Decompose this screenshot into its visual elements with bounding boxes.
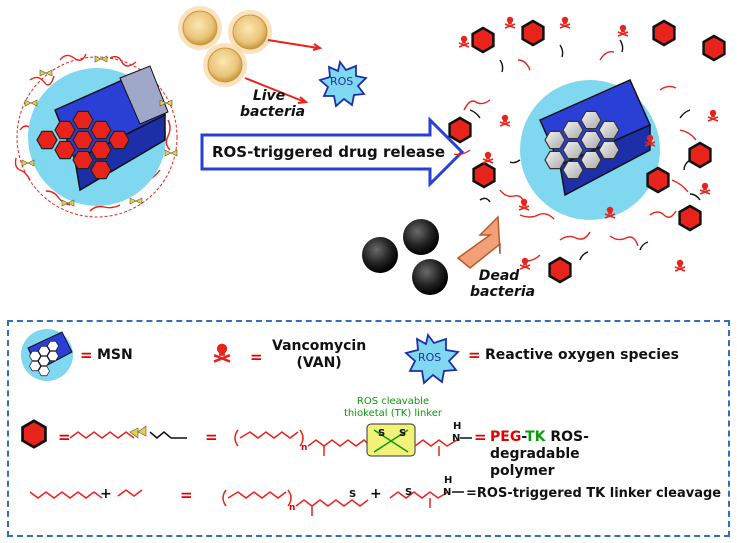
legend-polymer-chain	[69, 425, 187, 439]
polymer-label: PEG-TK ROS-degradable polymer	[490, 429, 650, 480]
release-arrow	[200, 116, 465, 188]
ros-equals: =	[468, 346, 481, 364]
release-arrow-label: ROS-triggered drug release	[212, 143, 446, 161]
legend-panel	[7, 320, 730, 537]
live-bacteria-label: Live bacteria	[240, 88, 306, 120]
cleavage-equals: =	[180, 486, 193, 504]
plus-sign-1: +	[100, 486, 112, 502]
s-atom-1: S	[378, 428, 386, 439]
live-bacteria-group	[178, 6, 323, 104]
loaded-msn-particle	[14, 53, 178, 218]
s-atom-4: S	[405, 487, 413, 498]
h-atom: H	[453, 421, 462, 432]
tk-note-line2: thioketal (TK) linker	[344, 408, 442, 419]
tk-linker-note: ROS cleavable thioketal (TK) linker	[338, 396, 448, 420]
van-equals: =	[250, 348, 263, 366]
msn-equals: =	[80, 346, 93, 364]
legend-msn-icon	[21, 329, 73, 381]
ros-label: Reactive oxygen species	[485, 347, 679, 363]
van-label: Vancomycin (VAN)	[272, 338, 366, 372]
s-atom-3: S	[349, 489, 357, 500]
dead-bacteria-group	[362, 219, 448, 295]
legend-ros-badge: ROS	[418, 351, 442, 364]
dead-bacteria-label: Dead bacteria	[470, 268, 536, 300]
peg-n-subscript: n	[301, 443, 308, 453]
msn-label: MSN	[97, 347, 133, 363]
peg-n-subscript-2: n	[289, 503, 296, 513]
plus-sign-2: +	[370, 486, 382, 502]
kill-arrow	[456, 215, 501, 269]
peg-tk-dash: -	[521, 429, 526, 445]
legend-peg-tk-structure	[234, 423, 472, 457]
cleavage-label: =ROS-triggered TK linker cleavage	[466, 486, 722, 501]
polymer-equals-3: =	[474, 428, 487, 446]
polymer-rest-2: polymer	[490, 463, 555, 479]
legend-ros-burst	[404, 332, 460, 385]
released-msn-particle	[448, 15, 726, 284]
h-atom-2: H	[444, 475, 453, 486]
van-label-line1: Vancomycin	[272, 338, 367, 354]
peg-word: PEG	[490, 429, 522, 445]
n-atom-2: N	[443, 487, 452, 498]
polymer-equals-1: =	[58, 428, 71, 446]
legend-cleavage-fragments	[29, 489, 464, 516]
s-atom-2: S	[399, 428, 407, 439]
polymer-rest-1: ROS-degradable	[490, 429, 589, 462]
polymer-equals-2: =	[205, 428, 218, 446]
n-atom: N	[452, 433, 461, 444]
tk-word: TK	[525, 429, 546, 445]
van-label-line2: (VAN)	[296, 355, 342, 371]
ros-badge-top: ROS	[330, 75, 354, 88]
tk-note-line1: ROS cleavable	[356, 396, 430, 407]
ros-burst-top	[318, 59, 368, 108]
